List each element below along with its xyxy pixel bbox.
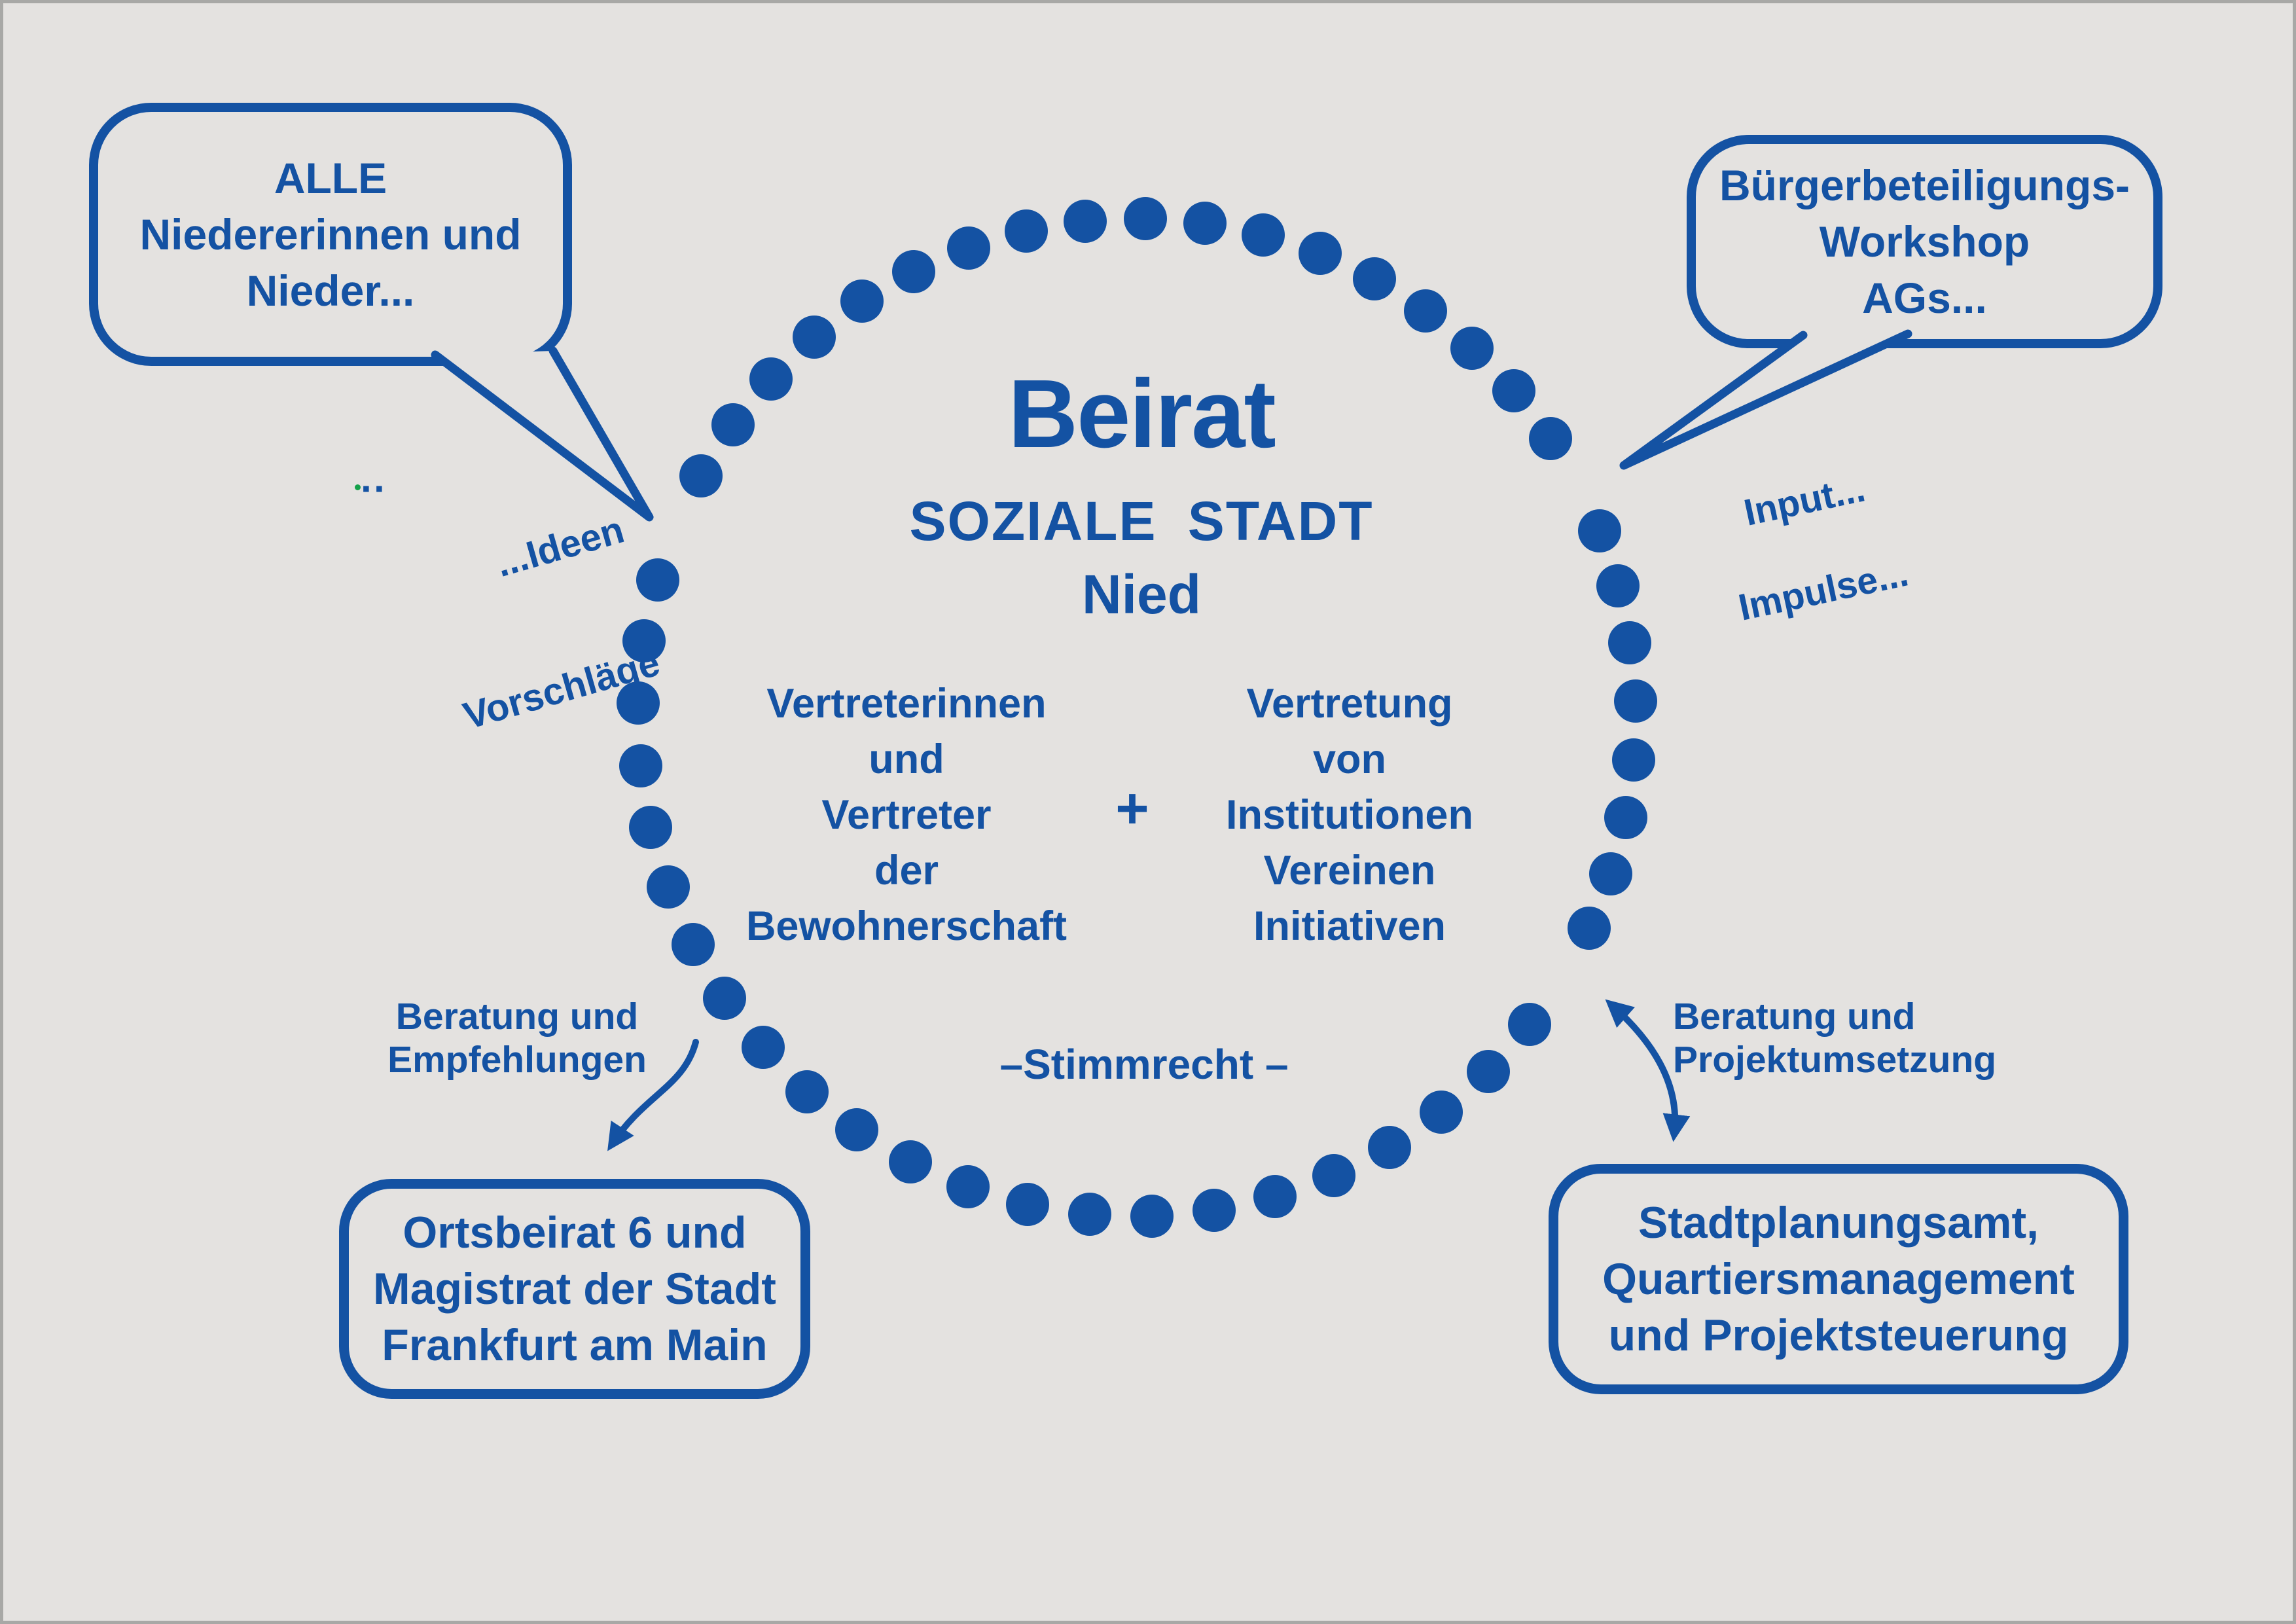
ring-dot <box>1528 416 1572 460</box>
members-residents-column: Vertreterinnen und Vertreter der Bewohne… <box>745 681 1067 949</box>
diagram-subtitle-city: Nied <box>1081 564 1202 625</box>
ring-dot <box>1613 679 1657 723</box>
ring-dot <box>1299 232 1342 276</box>
ring-dot <box>840 280 884 323</box>
ring-dot <box>1004 209 1048 253</box>
ring-dot <box>711 403 755 447</box>
ring-dot <box>1612 738 1656 782</box>
members-institutions-column: Vertretung von Institutionen Vereinen In… <box>1226 681 1473 949</box>
ring-dot <box>1492 369 1536 413</box>
box-stadtplanungsamt: Stadtplanungsamt, Quartiersmanagement un… <box>1549 1164 2128 1394</box>
ring-dot <box>946 1164 990 1208</box>
ring-dot <box>1508 1003 1552 1047</box>
input-line1: Input... <box>1740 467 1869 534</box>
ring-dot <box>1067 1192 1111 1236</box>
ring-dot <box>1403 289 1447 333</box>
voting-rights-note: –Stimmrecht – <box>999 1041 1289 1088</box>
ring-dot <box>891 249 935 293</box>
plus-sign: + <box>1115 776 1149 840</box>
ring-dot <box>792 316 836 359</box>
ideas-leading-dots: ·· <box>361 467 387 511</box>
ring-dot <box>1353 257 1397 301</box>
ring-dot <box>1193 1188 1236 1232</box>
ring-dot <box>1064 200 1107 244</box>
ideas-annotation: ...Ideen Vorschläge <box>359 419 692 838</box>
input-line2: Impulse... <box>1734 552 1912 629</box>
speech-bubble-residents: ALLE Niedererinnen und Nieder... <box>89 103 572 366</box>
ring-dot <box>1450 326 1494 370</box>
ring-dot <box>1420 1091 1463 1134</box>
ideas-line1: ...Ideen <box>491 508 629 586</box>
ring-dot <box>1123 197 1167 241</box>
diagram-subtitle: SOZIALE STADT <box>909 490 1374 552</box>
ring-dot <box>1183 202 1227 245</box>
green-speck <box>355 484 361 490</box>
ring-dot <box>1567 907 1611 950</box>
ring-dot <box>947 226 991 270</box>
ring-dot <box>749 357 793 401</box>
ring-dot <box>646 865 690 909</box>
ring-dot <box>628 805 672 849</box>
ring-dot <box>1588 852 1632 896</box>
ring-dot <box>703 977 747 1020</box>
input-annotation: Input... Impulse... <box>1690 416 1931 724</box>
ring-dot <box>1006 1182 1050 1226</box>
speech-bubble-workshops: Bürgerbeteiligungs- Workshop AGs... <box>1687 135 2162 348</box>
box-ortsbeirat: Ortsbeirat 6 und Magistrat der Stadt Fra… <box>339 1179 810 1399</box>
label-beratung-projektumsetzung: Beratung und Projektumsetzung <box>1673 996 1997 1081</box>
ring-dot <box>1242 213 1285 257</box>
ring-dot <box>619 744 662 787</box>
right-double-arrow <box>1605 999 1691 1142</box>
ring-dot <box>741 1026 785 1070</box>
ring-dot <box>1253 1175 1297 1219</box>
ring-dot <box>679 454 723 497</box>
label-beratung-empfehlungen: Beratung und Empfehlungen <box>387 996 647 1081</box>
ring-dot <box>636 558 679 602</box>
ring-dot <box>1467 1049 1511 1093</box>
ideas-line2: Vorschläge <box>458 641 665 738</box>
ring-dot <box>834 1108 878 1152</box>
ring-dot <box>889 1140 933 1183</box>
ring-dot <box>1604 795 1647 839</box>
ring-dot <box>1312 1153 1356 1197</box>
ring-dot <box>1577 509 1621 552</box>
ring-dot <box>1608 621 1652 665</box>
diagram-title: Beirat <box>1008 360 1276 468</box>
ring-dot <box>1596 564 1640 608</box>
ring-dot <box>1130 1194 1174 1238</box>
ring-dot <box>785 1070 829 1113</box>
ring-dot <box>617 681 660 725</box>
ring-dot <box>622 619 666 663</box>
ring-dot <box>1368 1125 1412 1169</box>
ring-dot <box>671 923 715 967</box>
